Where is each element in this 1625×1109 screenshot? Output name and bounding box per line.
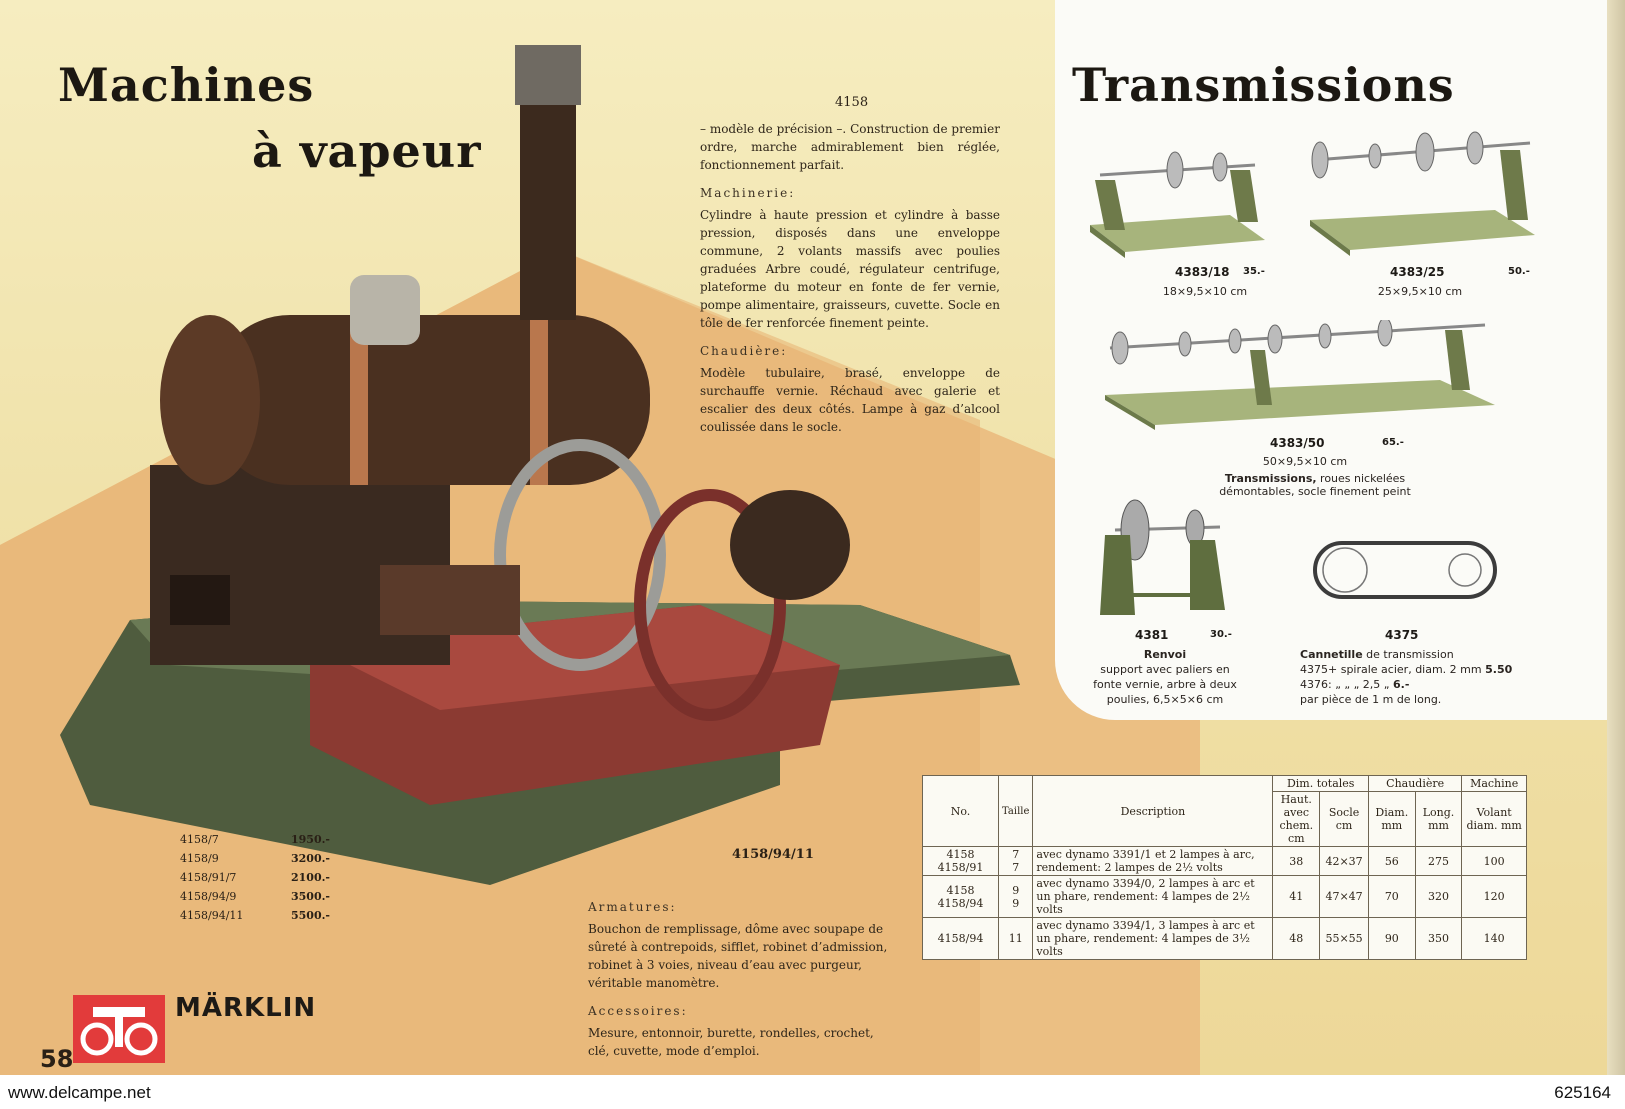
- t2-dims: 25×9,5×10 cm: [1377, 285, 1463, 298]
- t2-price: 50.-: [1508, 266, 1530, 277]
- table-row: 4158 4158/94 9 9 avec dynamo 3394/0, 2 l…: [921, 875, 1527, 918]
- machine-description: – modèle de précision –. Construction de…: [700, 120, 1000, 436]
- transmissions-panel: [1055, 0, 1625, 720]
- renvoi-desc: Renvoi support avec paliers en fonte ver…: [1093, 648, 1237, 706]
- machine-intro: – modèle de précision –. Construction de…: [700, 122, 1000, 172]
- accessoires-text: Mesure, entonnoir, burette, rondelles, c…: [588, 1026, 874, 1058]
- t1-price: 35.-: [1243, 266, 1265, 277]
- renvoi-4381-illustration: [1100, 499, 1225, 615]
- watermark-site: www.delcampe.net: [8, 1083, 151, 1102]
- watermark-id: 625164: [1554, 1083, 1611, 1102]
- t3-code: 4383/50: [1270, 436, 1325, 450]
- armatures-text: Bouchon de remplissage, dôme avec soupap…: [588, 922, 888, 990]
- renvoi-price: 30.-: [1210, 629, 1232, 640]
- armatures-title: Armatures:: [588, 900, 677, 914]
- cannetille-code: 4375: [1385, 628, 1419, 642]
- machine-code: 4158: [835, 95, 869, 110]
- cannetille-4375-illustration: [1313, 541, 1497, 599]
- machine-image-label: 4158/94/11: [732, 847, 814, 862]
- transmission-4383-50-illustration: [1105, 320, 1495, 430]
- brand-name: MÄRKLIN: [175, 993, 317, 1023]
- marklin-logo-icon: [73, 995, 165, 1063]
- cannetille-desc: Cannetille de transmission 4375+ spirale…: [1300, 648, 1513, 706]
- t2-code: 4383/25: [1390, 265, 1445, 279]
- chaudiere-title: Chaudière:: [700, 344, 788, 358]
- renvoi-code: 4381: [1135, 628, 1169, 642]
- accessoires-title: Accessoires:: [588, 1004, 688, 1018]
- steam-engine-illustration: [60, 45, 1020, 885]
- armatures-block: Armatures: Bouchon de remplissage, dôme …: [588, 898, 888, 1060]
- t1-dims: 18×9,5×10 cm: [1162, 285, 1248, 298]
- title-a-vapeur: à vapeur: [252, 124, 482, 178]
- t1-code: 4383/18: [1175, 265, 1230, 279]
- transmissions-desc: Transmissions, roues nickelées démontabl…: [1219, 472, 1411, 498]
- title-machines: Machines: [58, 58, 315, 112]
- page-number: 58: [40, 1045, 74, 1073]
- t3-price: 65.-: [1382, 437, 1404, 448]
- watermark-strip: www.delcampe.net 625164: [0, 1075, 1625, 1109]
- table-row: 4158 4158/91 7 7 avec dynamo 3391/1 et 2…: [921, 846, 1527, 876]
- machinerie-title: Machinerie:: [700, 186, 796, 200]
- chaudiere-text: Modèle tubulaire, brasé, enveloppe de su…: [700, 366, 1000, 434]
- table-group-header: No. Taille Description Dim. totales Chau…: [921, 775, 1527, 847]
- page-edge: [1607, 0, 1625, 1109]
- table-row: 4158/94 11 avec dynamo 3394/1, 3 lampes …: [921, 917, 1527, 960]
- transmission-4383-18-illustration: [1090, 151, 1265, 258]
- t3-dims: 50×9,5×10 cm: [1262, 455, 1348, 468]
- machinerie-text: Cylindre à haute pression et cylindre à …: [700, 208, 1000, 330]
- transmission-4383-25-illustration: [1310, 131, 1535, 256]
- table-header: Haut. avec chem. cm Socle cm Diam. mm Lo…: [923, 791, 1527, 847]
- title-transmissions: Transmissions: [1072, 58, 1455, 112]
- spec-table: No. Taille Description Dim. totales Chau…: [921, 775, 1527, 960]
